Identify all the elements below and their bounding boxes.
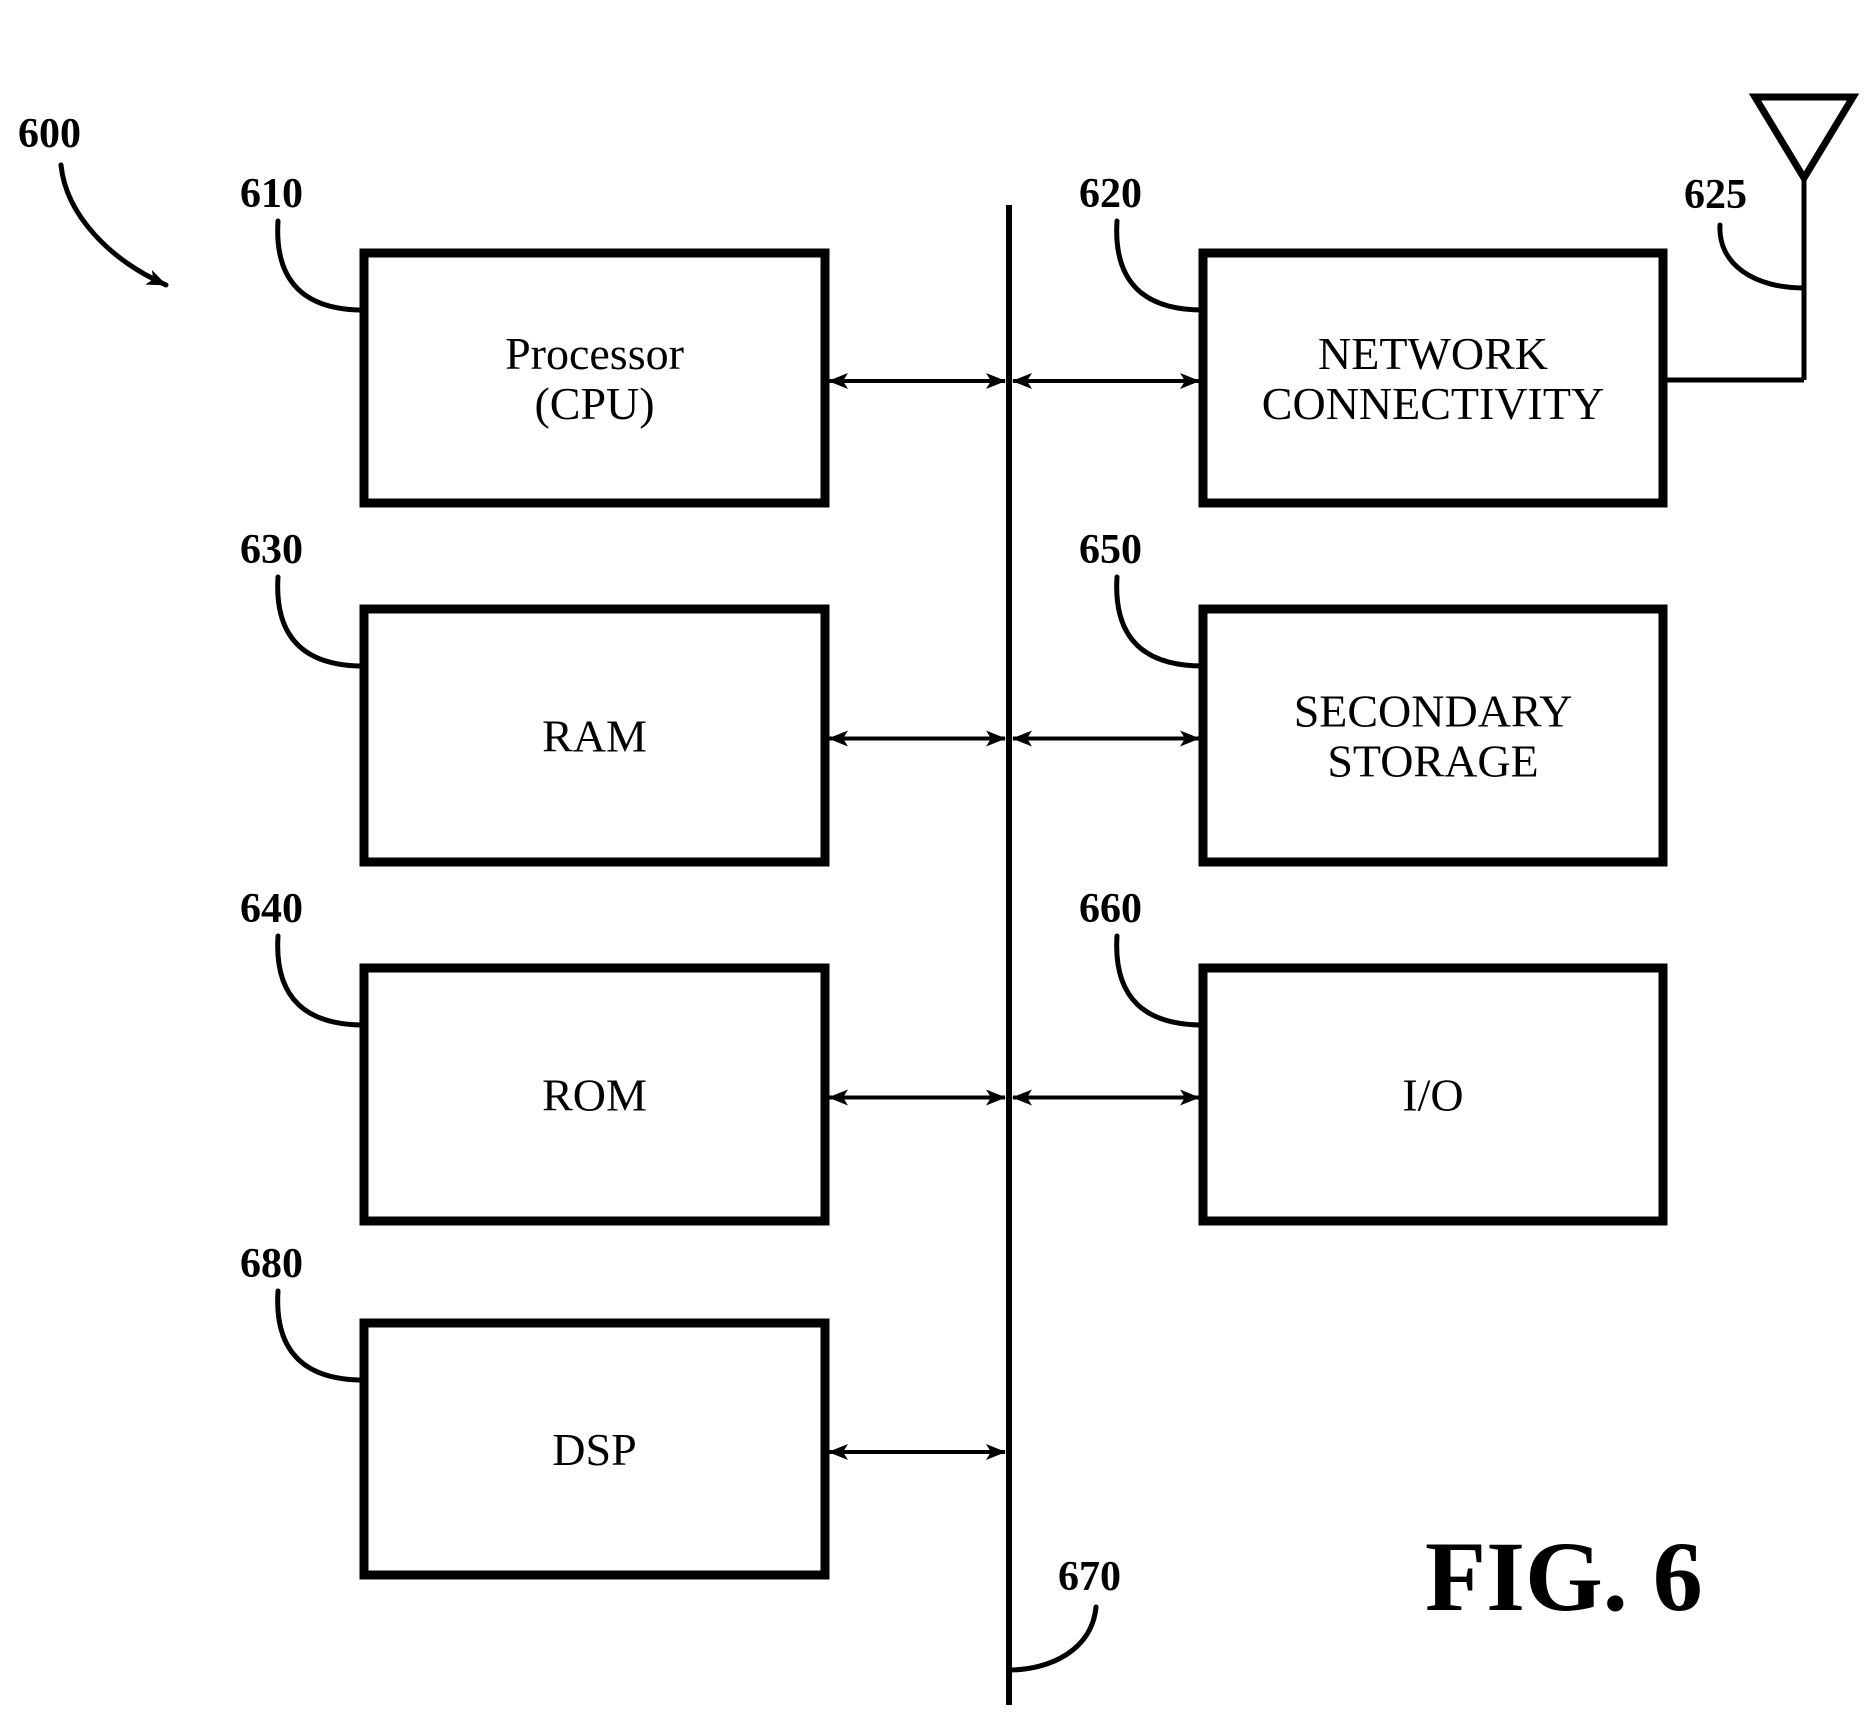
block-ram: RAM 630 (240, 527, 1006, 867)
ram-leader-line (275, 574, 367, 669)
io-label-line: I/O (1402, 1070, 1463, 1121)
io-leader-line (1114, 933, 1206, 1028)
secondary-storage-box (1198, 604, 1668, 867)
dsp-label-line: DSP (552, 1424, 636, 1475)
rom-reference-label: 640 (240, 886, 303, 932)
rom-label-line: ROM (542, 1070, 647, 1121)
secondary-storage-label-line: SECONDARY (1294, 686, 1573, 737)
antenna-icon (1748, 93, 1860, 185)
processor-label-line: (CPU) (534, 378, 654, 429)
dsp-leader-line (275, 1288, 367, 1383)
block-rom: ROM 640 (240, 886, 1006, 1226)
antenna-reference-label: 625 (1684, 172, 1747, 218)
ram-label-line: RAM (542, 711, 647, 762)
dsp-reference-label: 680 (240, 1241, 303, 1287)
secondary-storage-leader-line (1114, 574, 1206, 669)
dsp-box (359, 1318, 830, 1580)
ram-box (359, 604, 830, 867)
network-box (1198, 248, 1668, 508)
processor-leader-line (275, 218, 367, 313)
rom-box (359, 963, 830, 1226)
system-reference-label: 600 (18, 111, 81, 157)
figure-title: FIG. 6 (1425, 1521, 1703, 1632)
network-label-line: NETWORK (1318, 328, 1548, 379)
ram-reference-label: 630 (240, 527, 303, 573)
rom-leader-line (275, 933, 367, 1028)
io-reference-label: 660 (1079, 886, 1142, 932)
network-reference-label: 620 (1079, 171, 1142, 217)
bus-reference-label: 670 (1058, 1554, 1121, 1600)
processor-reference-label: 610 (240, 171, 303, 217)
io-box (1198, 963, 1668, 1226)
processor-label-line: Processor (505, 328, 684, 379)
secondary-storage-label-line: STORAGE (1327, 736, 1538, 787)
network-leader-line (1114, 218, 1206, 313)
system-reference-arrow (58, 162, 169, 288)
secondary-storage-reference-label: 650 (1079, 527, 1142, 573)
processor-box (359, 248, 830, 508)
block-dsp: DSP 680 (240, 1241, 1006, 1580)
block-processor: Processor(CPU) 610 (240, 171, 1006, 508)
network-label-line: CONNECTIVITY (1262, 378, 1604, 429)
antenna-leader-line (1717, 222, 1807, 291)
block-io: I/O 660 (1012, 886, 1668, 1226)
bus-leader-line (1006, 1604, 1099, 1673)
